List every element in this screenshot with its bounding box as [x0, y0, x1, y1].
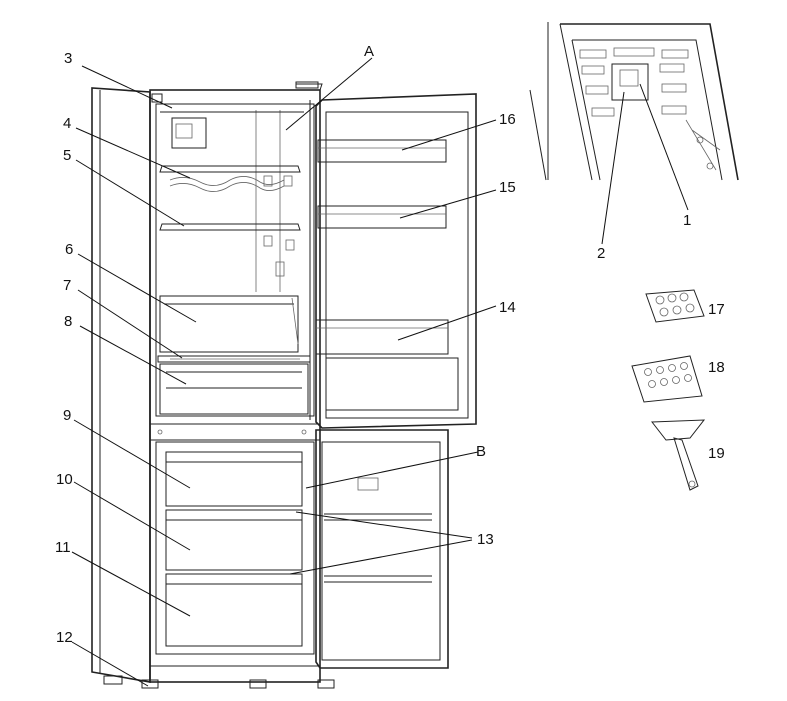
ceiling-inset — [529, 22, 739, 181]
callout-19: 19 — [708, 445, 725, 462]
callout-a: A — [364, 43, 374, 60]
callout-2: 2 — [597, 245, 605, 262]
callout-10: 10 — [56, 471, 73, 488]
callout-8: 8 — [64, 313, 72, 330]
fridge-door — [309, 93, 477, 429]
callout-14: 14 — [499, 299, 516, 316]
callout-5: 5 — [63, 147, 71, 164]
callout-7: 7 — [63, 277, 71, 294]
callout-9: 9 — [63, 407, 71, 424]
freezer-door — [315, 429, 449, 669]
ice-scraper — [651, 419, 706, 491]
callout-4: 4 — [63, 115, 71, 132]
callout-3: 3 — [64, 50, 72, 67]
callout-6: 6 — [65, 241, 73, 258]
callout-11: 11 — [55, 539, 71, 556]
callout-b: B — [476, 443, 486, 460]
ice-tray — [631, 355, 703, 403]
callout-1: 1 — [683, 212, 691, 229]
callout-18: 18 — [708, 359, 725, 376]
leader-lines — [71, 57, 689, 687]
egg-tray-small — [645, 289, 705, 323]
callout-12: 12 — [56, 629, 73, 646]
refrigerator-body — [91, 81, 335, 689]
callout-16: 16 — [499, 111, 516, 128]
callout-13: 13 — [477, 531, 494, 548]
callout-15: 15 — [499, 179, 516, 196]
callout-17: 17 — [708, 301, 725, 318]
